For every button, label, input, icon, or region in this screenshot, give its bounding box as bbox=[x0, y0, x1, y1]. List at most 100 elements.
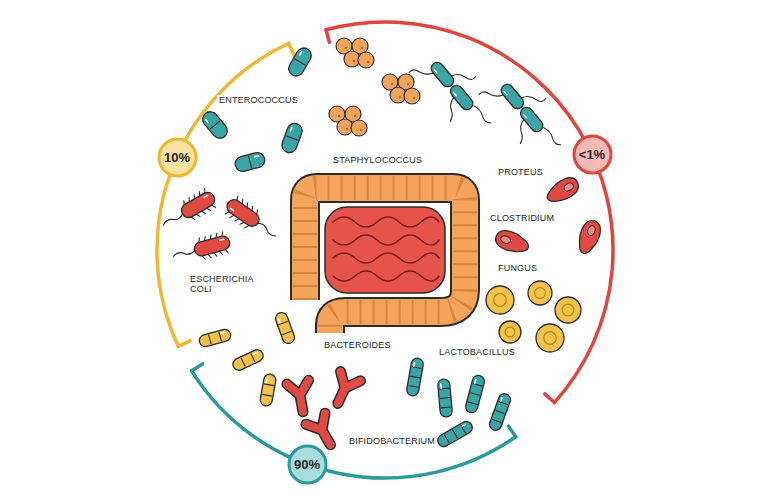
cell-stripe bbox=[282, 331, 291, 334]
staphylococcus-cluster bbox=[336, 38, 374, 68]
enterococcus-cell bbox=[200, 109, 231, 142]
cell-core bbox=[562, 304, 574, 316]
bracket-arc bbox=[157, 43, 289, 346]
cell-stripe bbox=[441, 406, 451, 408]
clostridium-cell bbox=[574, 218, 603, 256]
coccus-dot bbox=[338, 115, 340, 117]
coccus bbox=[404, 88, 420, 104]
cell-body bbox=[528, 281, 552, 305]
cell-core bbox=[494, 294, 507, 307]
cell-stripe bbox=[444, 434, 449, 443]
bacteroides-cell bbox=[259, 373, 276, 407]
flagellum bbox=[409, 61, 433, 85]
cell-body bbox=[486, 286, 514, 314]
cell-stripe bbox=[410, 376, 420, 378]
flagellum bbox=[440, 98, 464, 122]
coccus bbox=[358, 52, 374, 68]
small-intestine bbox=[325, 207, 445, 293]
bracket-tick bbox=[192, 364, 203, 371]
spore bbox=[563, 181, 575, 192]
cell-stripe bbox=[470, 393, 480, 396]
cell-body bbox=[555, 297, 581, 323]
bacteroides-cell bbox=[274, 311, 296, 345]
cell-highlight bbox=[253, 353, 257, 355]
coccus-dot bbox=[399, 96, 401, 98]
coccus-dot bbox=[367, 61, 369, 63]
cell-highlight bbox=[220, 239, 224, 240]
cell-highlight bbox=[475, 380, 476, 384]
cell-body bbox=[493, 227, 531, 256]
cell-stripe bbox=[241, 358, 245, 367]
coccus-dot bbox=[360, 129, 362, 131]
cell-stripe bbox=[408, 385, 418, 387]
lactobacillus-cell bbox=[437, 379, 452, 418]
percent-value: 90% bbox=[294, 457, 320, 472]
clostridium-cell bbox=[493, 227, 531, 256]
bracket-arc bbox=[192, 371, 516, 478]
cell-highlight bbox=[255, 156, 259, 157]
flagellum bbox=[162, 212, 183, 226]
percent-badge: 90% bbox=[287, 444, 328, 485]
coccus-dot bbox=[354, 115, 356, 117]
cell-body bbox=[274, 311, 296, 345]
cell-highlight bbox=[454, 93, 457, 96]
cell-body bbox=[518, 105, 545, 134]
cell-highlight bbox=[300, 51, 302, 54]
flagellum bbox=[521, 86, 545, 110]
bacteroides-cell bbox=[231, 348, 265, 372]
coccus-dot bbox=[353, 60, 355, 62]
cell-body bbox=[328, 372, 361, 408]
percent-value: <1% bbox=[579, 147, 605, 162]
cell-body bbox=[259, 373, 276, 407]
staphylococcus-cluster bbox=[382, 74, 420, 104]
flagellum bbox=[479, 83, 503, 107]
bifidobacterium-cell bbox=[328, 372, 361, 408]
cell-stripe bbox=[492, 419, 501, 422]
cell-body bbox=[280, 121, 304, 154]
escherichia-coli-cell bbox=[222, 194, 282, 245]
cell-body bbox=[200, 109, 231, 142]
fungus-cell bbox=[536, 324, 564, 352]
enterococcus-cell bbox=[234, 151, 267, 173]
cell-body bbox=[437, 379, 452, 418]
flagellum bbox=[173, 249, 195, 259]
bracket-tick bbox=[289, 43, 294, 55]
lactobacillus-cell bbox=[488, 392, 512, 432]
cell-body bbox=[179, 190, 217, 220]
cell-highlight bbox=[462, 424, 465, 426]
coccus-dot bbox=[346, 128, 348, 130]
flagellum bbox=[451, 64, 475, 88]
fungus-cell bbox=[486, 286, 514, 314]
bifidobacterium-cell bbox=[287, 380, 314, 413]
cell-body bbox=[574, 218, 603, 256]
cell-stripe bbox=[468, 402, 478, 405]
badge-text-box: <1% bbox=[572, 134, 613, 175]
cell-body bbox=[448, 83, 475, 112]
microbe-name: BACTEROIDES bbox=[322, 340, 393, 350]
microbe-name: STAPHYLOCOCCUS bbox=[331, 155, 424, 165]
cell-core bbox=[505, 327, 515, 337]
flagellum bbox=[473, 104, 491, 124]
staphylococcus-cluster bbox=[329, 106, 367, 136]
cell-stripe bbox=[286, 136, 298, 140]
cell-highlight bbox=[504, 92, 507, 95]
cell-stripe bbox=[262, 394, 272, 396]
escherichia-coli-cell bbox=[171, 231, 233, 267]
cell-stripe bbox=[495, 410, 504, 413]
bacteroides-cell bbox=[198, 328, 232, 348]
colon bbox=[305, 188, 465, 333]
intestine-fold bbox=[333, 235, 439, 245]
percent-value: 10% bbox=[164, 150, 190, 165]
cell-stripe bbox=[210, 121, 220, 129]
microbe-name: ESCHERICHIA COLI bbox=[188, 274, 264, 295]
lactobacillus-cell bbox=[464, 374, 485, 414]
cell-core bbox=[535, 288, 546, 299]
cell-stripe bbox=[209, 335, 212, 345]
clostridium-cell bbox=[543, 174, 582, 207]
cell-highlight bbox=[221, 332, 225, 333]
cell-highlight bbox=[501, 398, 502, 402]
cell-body bbox=[543, 174, 582, 207]
percent-badge: <1% bbox=[572, 134, 613, 175]
